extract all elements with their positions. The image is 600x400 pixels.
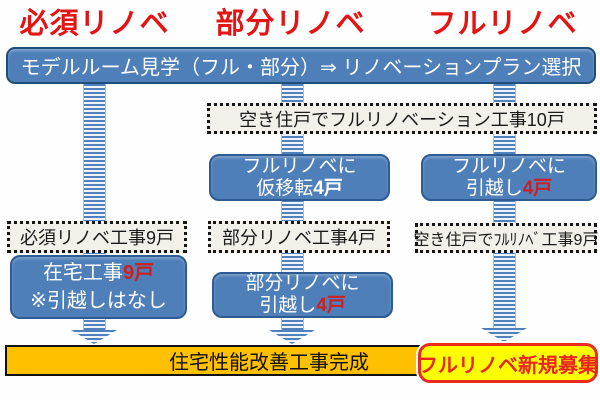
move-partial-line1: 部分リノベに [245, 273, 360, 294]
column-header-full-reno: フルリノベ [427, 8, 578, 40]
at-home-work-count: 9戸 [122, 262, 155, 285]
arrow-head-right-icon [481, 328, 527, 342]
model-room-banner-label: モデルルーム見学（フル・部分）⇒ リノベーションプラン選択 [20, 57, 582, 79]
required-work-box: 必須リノベ工事9戸 [7, 221, 187, 253]
work-complete-label: 住宅性能改善工事完成 [169, 352, 369, 374]
partial-work-label: 部分リノベ工事4戸 [221, 228, 376, 248]
work-complete-banner: 住宅性能改善工事完成 [5, 345, 428, 376]
move-partial-line2: 引越し4戸 [259, 295, 346, 316]
move-full-count: 4戸 [522, 177, 553, 199]
partial-work-box: 部分リノベ工事4戸 [208, 221, 390, 253]
move-full-line1: フルリノベに [451, 155, 566, 177]
temp-move-line2: 仮移転4戸 [256, 177, 343, 199]
at-home-work-line1: 在宅工事9戸 [42, 262, 155, 285]
arrow-head-middle-icon [269, 330, 315, 344]
move-partial-count: 4戸 [316, 295, 346, 316]
column-header-required-reno: 必須リノベ [19, 8, 170, 40]
temp-move-box: フルリノベに 仮移転4戸 [209, 154, 390, 201]
vacant-full-reno-9-label: 空き住戸でﾌﾙﾘﾉﾍﾞ工事9戸 [413, 232, 599, 249]
temp-move-line1: フルリノベに [242, 155, 357, 177]
required-work-label: 必須リノベ工事9戸 [19, 228, 174, 248]
vacant-full-reno-10-label: 空き住戸でフルリノベーション工事10戸 [239, 109, 565, 130]
vacant-full-reno-9-box: 空き住戸でﾌﾙﾘﾉﾍﾞ工事9戸 [413, 223, 599, 253]
full-reno-recruit-label: フルリノベ新規募集 [418, 354, 598, 377]
model-room-banner: モデルルーム見学（フル・部分）⇒ リノベーションプラン選択 [6, 47, 596, 84]
vacant-full-reno-10-box: 空き住戸でフルリノベーション工事10戸 [207, 103, 597, 134]
column-header-partial-reno: 部分リノベ [215, 8, 366, 40]
arrow-shaft-middle [281, 80, 304, 330]
at-home-work-note: ※引越しはなし [30, 289, 167, 312]
arrow-shaft-right [493, 80, 516, 328]
move-partial-box: 部分リノベに 引越し4戸 [212, 272, 393, 318]
move-full-line2: 引越し4戸 [465, 177, 553, 199]
arrow-head-left-icon [71, 330, 117, 344]
full-reno-recruit-box: フルリノベ新規募集 [418, 343, 598, 383]
move-full-box: フルリノベに 引越し4戸 [421, 154, 597, 201]
temp-move-count: 4戸 [313, 177, 343, 199]
at-home-work-box: 在宅工事9戸 ※引越しはなし [10, 255, 187, 319]
